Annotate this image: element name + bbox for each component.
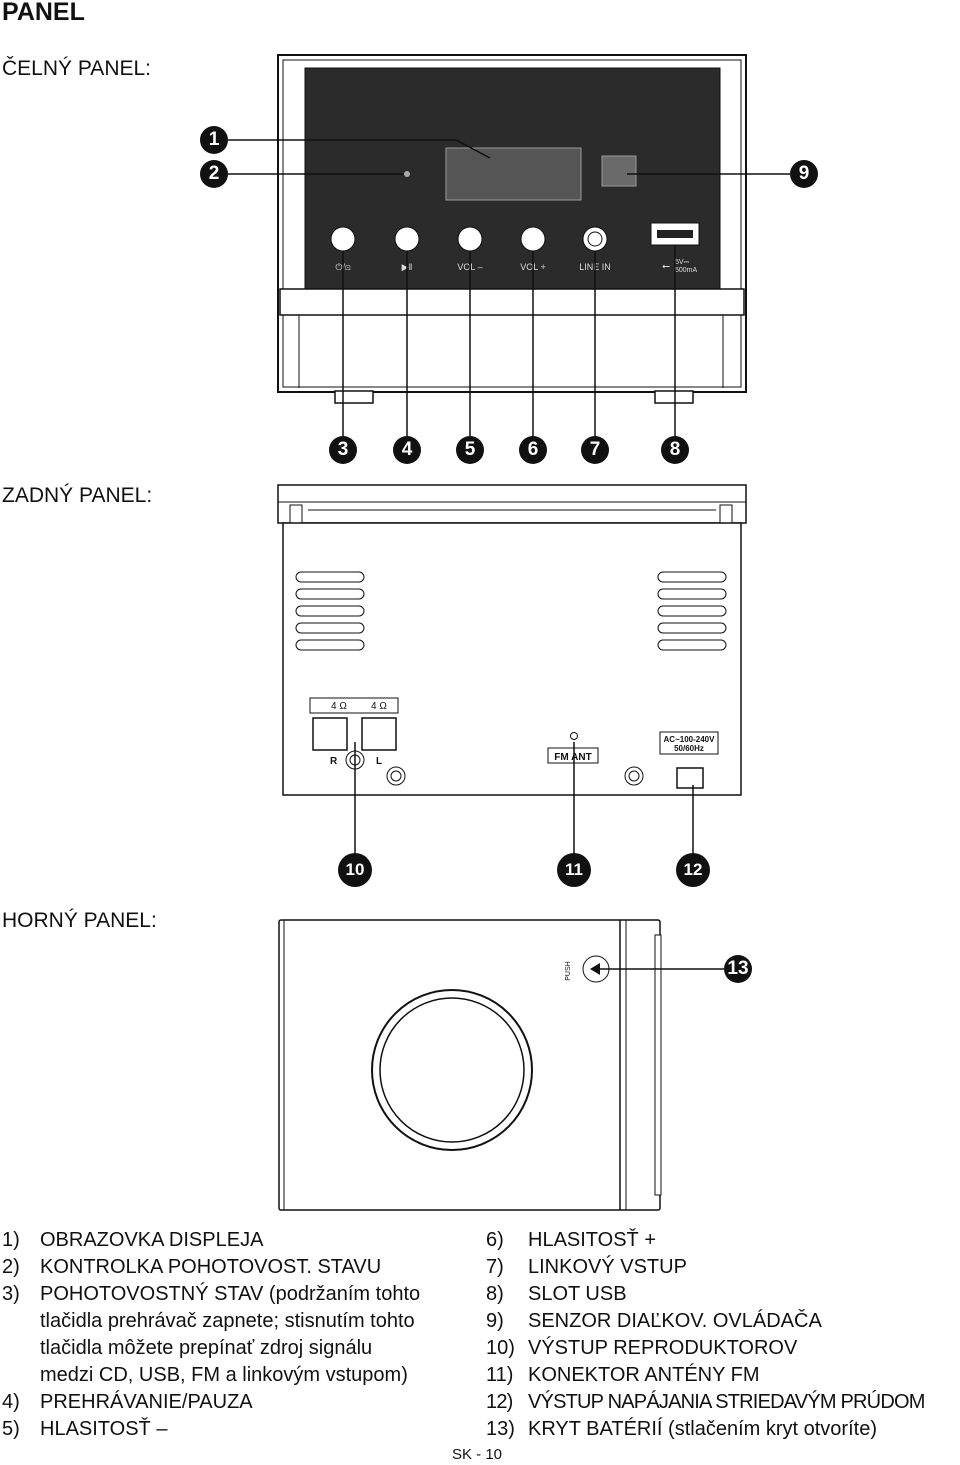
- callout-8: 8: [661, 436, 689, 464]
- power-rating-line1: AC~100-240V: [664, 735, 716, 744]
- rear-panel-diagram: 4 Ω 4 Ω R L FM ANT AC~100-240V 50/60Hz: [277, 484, 747, 856]
- callout-2: 2: [200, 160, 228, 188]
- speaker-r-label: R: [330, 756, 338, 767]
- legend-item: 6)HLASITOSŤ +: [486, 1229, 657, 1251]
- legend-left: 1)OBRAZOVKA DISPLEJA 2)KONTROLKA POHOTOV…: [2, 1227, 472, 1443]
- legend-item: 10)VÝSTUP REPRODUKTOROV: [486, 1337, 798, 1359]
- speaker-l-impedance: 4 Ω: [371, 701, 387, 712]
- usb-rating-line1: 5V⎓: [675, 259, 690, 266]
- legend-item: tlačidla prehrávač zapnete; stisnutím to…: [40, 1310, 415, 1332]
- callout-9: 9: [790, 160, 818, 188]
- legend-item: tlačidla môžete prepínať zdroj signálu: [40, 1337, 373, 1359]
- callout-11: 11: [557, 853, 591, 887]
- page-number: SK - 10: [452, 1446, 503, 1463]
- callout-3: 3: [329, 436, 357, 464]
- callout-6: 6: [519, 436, 547, 464]
- legend-item: 12)VÝSTUP NAPÁJANIA STRIEDAVÝM PRÚDOM: [486, 1391, 925, 1413]
- usb-icon: ⭠: [662, 261, 670, 272]
- legend-item: 11)KONEKTOR ANTÉNY FM: [486, 1364, 760, 1386]
- callout-7: 7: [581, 436, 609, 464]
- section-rear-label: ZADNÝ PANEL:: [2, 484, 153, 507]
- callout-5: 5: [456, 436, 484, 464]
- callout-4: 4: [393, 436, 421, 464]
- legend-item: 8)SLOT USB: [486, 1283, 627, 1305]
- page-title: PANEL: [2, 0, 85, 26]
- callout-13: 13: [724, 955, 752, 983]
- legend-item: 13)KRYT BATÉRIÍ (stlačením kryt otvoríte…: [486, 1418, 877, 1440]
- callout-10: 10: [338, 853, 372, 887]
- push-label: PUSH: [565, 961, 572, 980]
- speaker-l-label: L: [376, 756, 382, 767]
- legend-item: 1)OBRAZOVKA DISPLEJA: [2, 1229, 264, 1251]
- callout-12: 12: [676, 853, 710, 887]
- usb-rating-line2: 500mA: [675, 267, 698, 274]
- front-panel-diagram: ⏻/⊡ ▶‖ VOL – VOL + LINE IN ⭠ 5V⎓ 500mA: [228, 54, 790, 436]
- power-rating-line2: 50/60Hz: [674, 744, 704, 753]
- legend-item: 9)SENZOR DIAĽKOV. OVLÁDAČA: [486, 1310, 822, 1332]
- legend-item: 5)HLASITOSŤ –: [2, 1418, 168, 1440]
- legend-item: 4)PREHRÁVANIE/PAUZA: [2, 1391, 253, 1413]
- section-front-label: ČELNÝ PANEL:: [2, 57, 151, 80]
- callout-1: 1: [200, 126, 228, 154]
- fm-ant-label: FM ANT: [554, 752, 591, 763]
- section-top-label: HORNÝ PANEL:: [2, 909, 157, 932]
- top-panel-diagram: PUSH: [278, 919, 724, 1211]
- speaker-r-impedance: 4 Ω: [331, 701, 347, 712]
- legend-item: 3)POHOTOVOSTNÝ STAV (podržaním tohto: [2, 1283, 421, 1305]
- legend-item: 2)KONTROLKA POHOTOVOST. STAVU: [2, 1256, 382, 1278]
- legend-item: 7)LINKOVÝ VSTUP: [486, 1256, 687, 1278]
- legend-item: medzi CD, USB, FM a linkovým vstupom): [40, 1364, 408, 1386]
- legend-right: 6)HLASITOSŤ + 7)LINKOVÝ VSTUP 8)SLOT USB…: [486, 1227, 960, 1443]
